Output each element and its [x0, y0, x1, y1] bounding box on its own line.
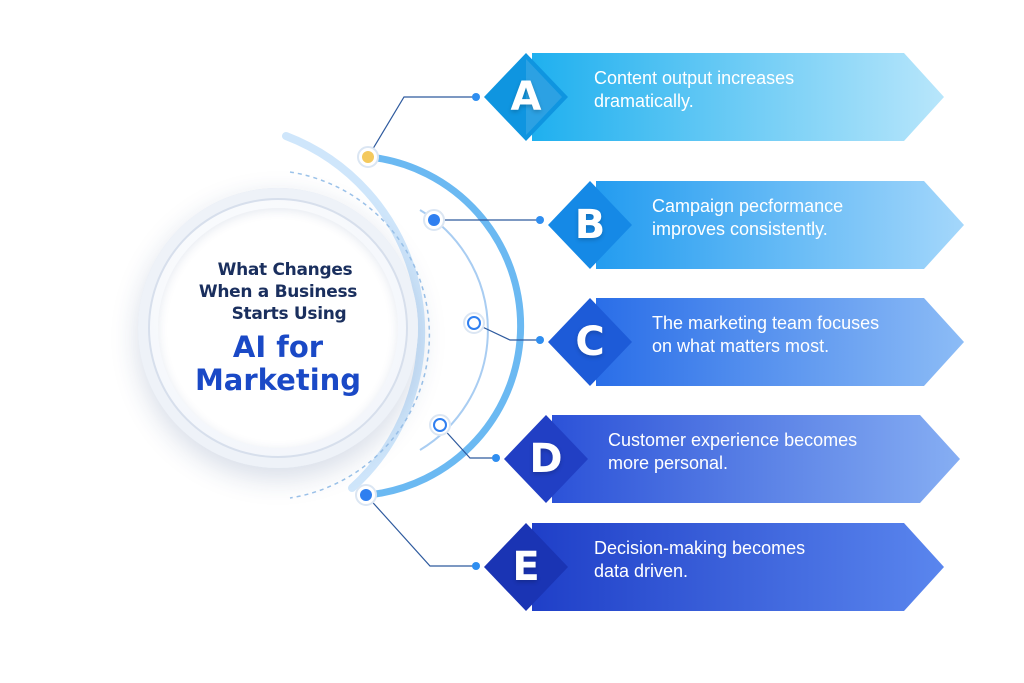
item-b-text-line1: Campaign pecformance [652, 196, 844, 216]
item-e-arrow [484, 523, 944, 611]
item-a-text-line2: dramatically. [594, 91, 694, 111]
connector-d [439, 424, 496, 459]
node-a [357, 146, 379, 168]
thin-arc [419, 209, 489, 451]
endpoint-d [492, 454, 500, 462]
hub-highlight-line1: AI for [232, 330, 324, 364]
endpoint-e [472, 562, 480, 570]
item-b: B Campaign pecformance improves consiste… [548, 181, 966, 269]
item-c-letter: C [575, 319, 605, 365]
hub-highlight-line2: Marketing [194, 363, 362, 397]
item-a-letter: A [510, 74, 542, 120]
endpoint-c [536, 336, 544, 344]
item-b-text-line2: improves consistently. [652, 219, 828, 239]
hub-title-line3: Starts Using [231, 304, 347, 324]
endpoint-b [536, 216, 544, 224]
connector-e [365, 494, 476, 567]
item-d-arrow [504, 415, 960, 503]
node-d-core [433, 418, 447, 432]
item-d-text: Customer experience becomes more persona… [608, 429, 857, 475]
node-c [463, 312, 485, 334]
item-c: C The marketing team focuses on what mat… [548, 298, 966, 386]
item-e-text-line2: data driven. [594, 561, 689, 581]
node-b-core [428, 214, 440, 226]
hub-circle: What Changes When a Business Starts Usin… [158, 208, 398, 448]
item-d: D Customer experience becomes more perso… [504, 415, 962, 503]
connector-a [367, 96, 476, 158]
item-b-text: Campaign pecformance improves consistent… [652, 195, 843, 241]
node-a-core [362, 151, 374, 163]
item-a-arrow [484, 53, 944, 141]
node-e-core [360, 489, 372, 501]
item-b-arrow [548, 181, 964, 269]
item-d-letter: D [529, 436, 563, 482]
node-b [423, 209, 445, 231]
item-b-letter: B [574, 202, 606, 248]
item-e-letter: E [512, 544, 540, 590]
node-c-core [467, 316, 481, 330]
item-e-text: Decision-making becomes data driven. [594, 537, 805, 583]
item-c-text: The marketing team focuses on what matte… [652, 312, 879, 358]
item-d-text-line2: more personal. [608, 453, 729, 473]
endpoint-a [472, 93, 480, 101]
item-d-text-line1: Customer experience becomes [608, 430, 858, 450]
hub-title-line1: What Changes [217, 260, 353, 280]
item-c-arrow [548, 298, 964, 386]
hub-title-line2: When a Business [198, 282, 358, 302]
item-a-text-line1: Content output increases [594, 68, 795, 88]
item-a-text: Content output increases dramatically. [594, 67, 794, 113]
node-e [355, 484, 377, 506]
item-e: E Decision-making becomes data driven. [484, 523, 946, 611]
connector-c [473, 322, 540, 341]
item-c-text-line2: on what matters most. [652, 336, 830, 356]
item-c-text-line1: The marketing team focuses [652, 313, 880, 333]
item-a: A Content output increases dramatically. [484, 53, 946, 141]
item-e-text-line1: Decision-making becomes [594, 538, 806, 558]
node-d [429, 414, 451, 436]
